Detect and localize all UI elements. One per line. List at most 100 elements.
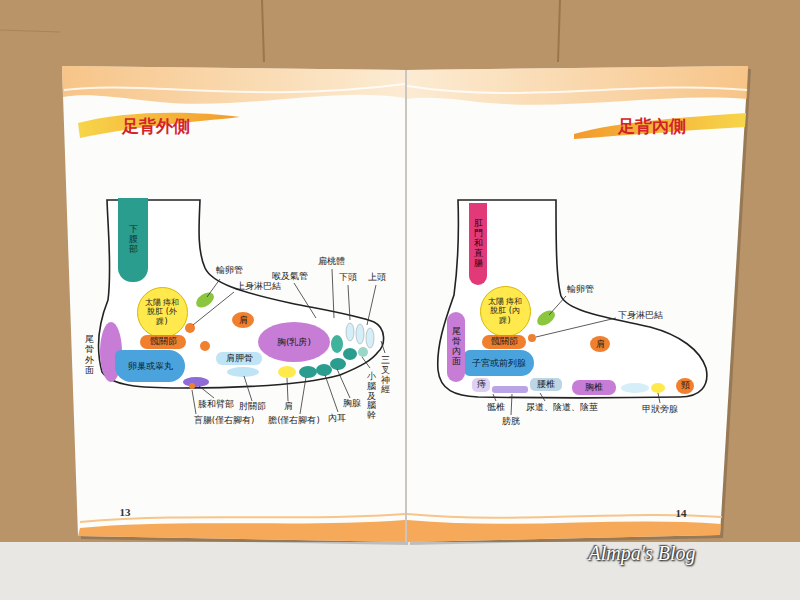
organ-label: 小腦及腦幹 bbox=[367, 372, 376, 421]
leader-line bbox=[192, 390, 196, 414]
reflex-zone: 頸 bbox=[676, 378, 694, 394]
zone-name: 髖關節 bbox=[150, 337, 177, 347]
zone-name: 卵巢或睾丸 bbox=[128, 361, 173, 371]
reflex-zone: 肩 bbox=[232, 312, 254, 328]
leader-line bbox=[294, 283, 316, 318]
leader-line bbox=[332, 269, 334, 318]
organ-label: 甲狀旁腺 bbox=[642, 405, 678, 415]
toe-band bbox=[356, 324, 364, 344]
top-wave bbox=[62, 66, 405, 104]
leader-line bbox=[244, 376, 252, 401]
zone-name: 胸(乳房) bbox=[277, 337, 311, 347]
zone-name: 腰椎 bbox=[537, 380, 555, 390]
cardboard-seam bbox=[558, 0, 560, 62]
organ-label: 下頭 bbox=[339, 273, 357, 283]
cardboard-seam bbox=[262, 0, 264, 62]
reflex-zone: 痔 bbox=[472, 378, 490, 392]
spine bbox=[405, 70, 407, 542]
toe-band bbox=[366, 328, 374, 348]
leader-line bbox=[193, 292, 234, 325]
reflex-spot bbox=[651, 383, 665, 393]
organ-label: 上身淋巴結 bbox=[236, 282, 281, 292]
ankle-zone: 太陽 痔和脫肛 (外踝) bbox=[137, 287, 188, 338]
reflex-zone: 尾骨內面 bbox=[447, 312, 465, 382]
leader-line bbox=[511, 394, 512, 415]
organ-label: 扁桃體 bbox=[318, 257, 345, 267]
organ-label: 上頭 bbox=[368, 273, 386, 283]
zone-name: 太陽 痔和脫肛 (內踝) bbox=[486, 297, 524, 325]
zone-name: 下腹部 bbox=[129, 225, 138, 255]
organ-label: 膝和臂部 bbox=[198, 400, 234, 410]
organ-label: 膀胱 bbox=[502, 417, 520, 427]
reflex-zone: 胸(乳房) bbox=[258, 322, 330, 362]
reflex-spot bbox=[227, 367, 259, 377]
zone-name: 頸 bbox=[681, 381, 690, 391]
leader-line bbox=[381, 341, 385, 353]
left-page bbox=[62, 66, 405, 542]
page-number: 13 bbox=[120, 506, 131, 519]
page-number: 14 bbox=[676, 507, 687, 520]
toe-zone bbox=[343, 348, 357, 360]
reflex-spot bbox=[528, 334, 536, 342]
wave-line bbox=[407, 86, 747, 93]
organ-label: 尾骨外面 bbox=[85, 334, 94, 375]
leader-line bbox=[540, 393, 545, 401]
reflex-spot bbox=[200, 341, 210, 351]
reflex-zone: 子宮或前列腺 bbox=[464, 350, 534, 376]
toe-zone bbox=[299, 366, 317, 378]
organ-label: 胸腺 bbox=[343, 399, 361, 409]
reflex-spot bbox=[492, 386, 528, 393]
organ-label: 肩 bbox=[284, 402, 293, 412]
zone-name: 肛門和直腸 bbox=[474, 219, 483, 268]
leader-line bbox=[658, 393, 660, 403]
zone-name: 痔 bbox=[477, 380, 486, 390]
leader-line bbox=[362, 357, 370, 368]
watermark: Almpa's Blog bbox=[588, 542, 695, 565]
wave-line bbox=[64, 84, 405, 92]
zone-name: 肩 bbox=[239, 315, 248, 325]
organ-label: 膽(僅右腳有) bbox=[268, 416, 320, 426]
page-title: 足背外側 bbox=[122, 117, 190, 137]
reflex-zone: 髖關節 bbox=[140, 335, 186, 349]
organ-label: 輸卵管 bbox=[216, 266, 243, 276]
table-surface bbox=[0, 542, 800, 600]
title-swoosh bbox=[78, 113, 240, 138]
zone-name: 子宮或前列腺 bbox=[472, 358, 526, 368]
zone-name: 胸椎 bbox=[585, 383, 603, 393]
reflex-zone: 下腹部 bbox=[118, 198, 148, 282]
zone-name: 髖關節 bbox=[491, 337, 518, 347]
spine-zone: 胸椎 bbox=[572, 380, 616, 395]
zone-name: 肩胛骨 bbox=[226, 354, 253, 364]
page-title: 足背內側 bbox=[618, 117, 686, 137]
organ-label: 三叉神經 bbox=[381, 356, 390, 395]
ankle-zone: 太陽 痔和脫肛 (內踝) bbox=[480, 286, 531, 337]
reflex-spot bbox=[278, 366, 296, 378]
organ-label: 肘關節 bbox=[239, 402, 266, 412]
bottom-wave bbox=[407, 520, 721, 542]
bottom-wave bbox=[78, 520, 405, 542]
organ-label: 輸卵管 bbox=[567, 285, 594, 295]
foot-outline bbox=[438, 200, 707, 398]
top-wave bbox=[407, 66, 748, 105]
leader-line bbox=[300, 377, 306, 414]
toe-zone bbox=[331, 335, 343, 353]
title-swoosh bbox=[574, 113, 746, 139]
reflex-spot bbox=[183, 377, 209, 387]
leader-line bbox=[337, 369, 350, 398]
leader-line bbox=[367, 285, 376, 325]
leader-line bbox=[549, 296, 566, 315]
leader-line bbox=[493, 394, 496, 401]
reflex-zone: 肩胛骨 bbox=[216, 352, 262, 365]
leader-line bbox=[207, 279, 220, 297]
organ-label: 下身淋巴結 bbox=[618, 311, 663, 321]
reflex-zone: 卵巢或睾丸 bbox=[115, 350, 185, 382]
zone-name: 尾骨內面 bbox=[452, 327, 461, 367]
organ-label: 喉及氣管 bbox=[272, 272, 308, 282]
toe-zone bbox=[330, 358, 346, 370]
reflex-spot bbox=[193, 289, 216, 310]
toe-zone bbox=[316, 364, 332, 376]
toe-band bbox=[346, 323, 354, 341]
leader-line bbox=[325, 375, 338, 412]
